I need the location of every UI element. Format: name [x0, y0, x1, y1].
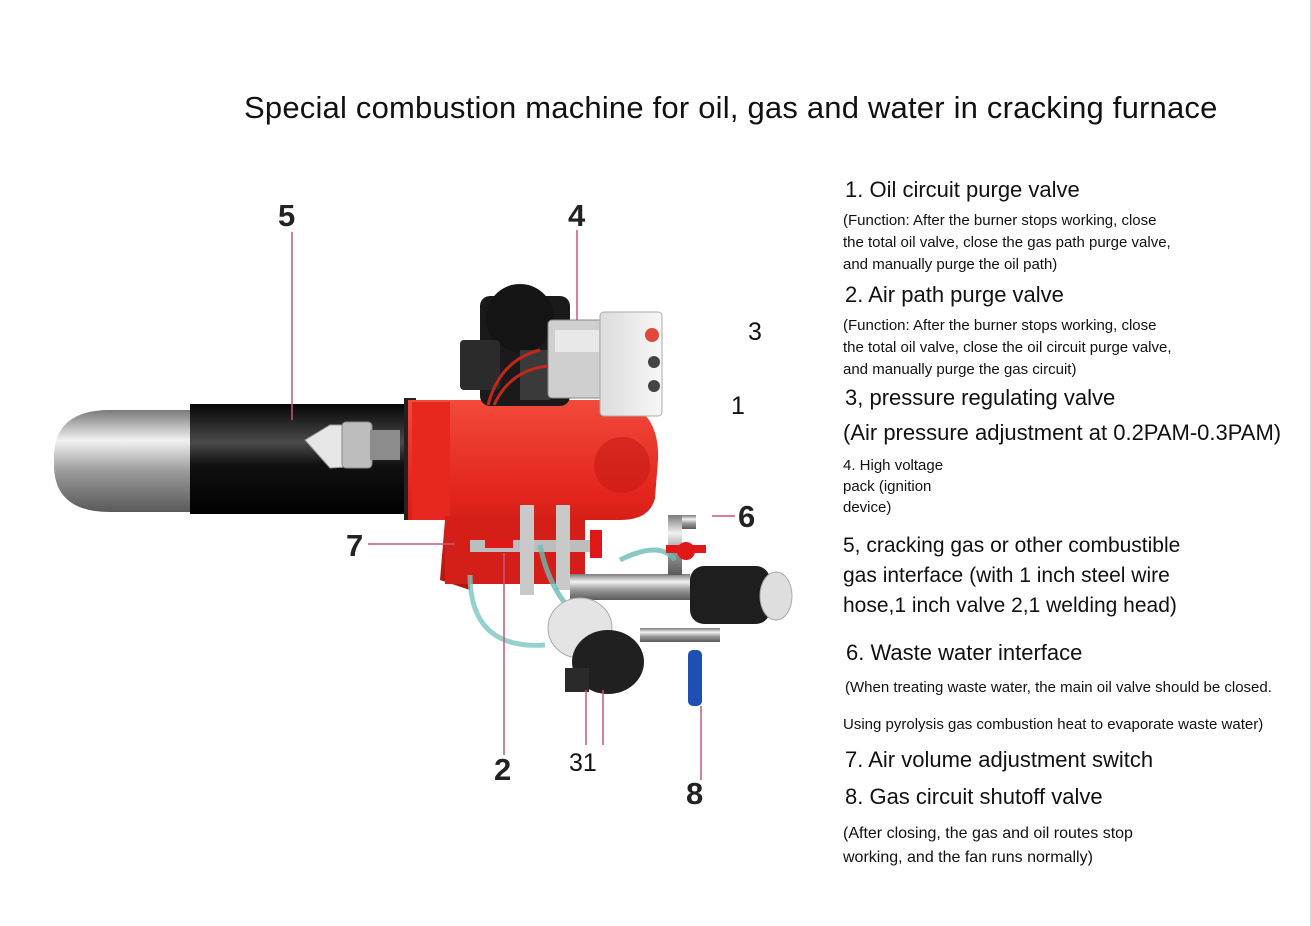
label-3-desc: (Air pressure adjustment at 0.2PAM-0.3PA…: [843, 420, 1282, 445]
burner-illustration: [53, 230, 793, 780]
callout-7: 7: [346, 528, 364, 563]
red-valve-handles: [485, 530, 706, 560]
callout-2: 2: [494, 752, 512, 787]
callout-3: 3: [748, 318, 762, 346]
steel-nozzle: [53, 410, 200, 512]
label-2-heading: 2. Air path purge valve: [845, 282, 1064, 307]
callout-5: 5: [278, 198, 296, 233]
label-7-heading: 7. Air volume adjustment switch: [845, 747, 1154, 772]
page-edge: [1310, 0, 1312, 926]
page-title: Special combustion machine for oil, gas …: [244, 90, 1218, 125]
label-6-desc-line1: (When treating waste water, the main oil…: [845, 679, 1272, 696]
label-8-heading: 8. Gas circuit shutoff valve: [845, 784, 1103, 809]
callout-8: 8: [686, 776, 704, 811]
leader-lines: [291, 230, 735, 780]
callout-6: 6: [738, 499, 756, 534]
label-8-desc: (After closing, the gas and oil routes s…: [843, 825, 1133, 866]
label-5-desc: 5, cracking gas or other combustible gas…: [843, 534, 1181, 617]
label-4-desc: 4. High voltage pack (ignition device): [843, 457, 944, 516]
tube-connector: [304, 421, 400, 469]
control-box: [547, 311, 663, 417]
callout-1: 1: [731, 392, 745, 420]
shutoff-valve: [688, 650, 702, 706]
label-6-heading: 6. Waste water interface: [846, 640, 1083, 665]
label-1-heading: 1. Oil circuit purge valve: [845, 177, 1080, 202]
callout-31: 31: [569, 749, 597, 777]
label-2-desc: (Function: After the burner stops workin…: [843, 317, 1172, 378]
label-1-desc: (Function: After the burner stops workin…: [843, 212, 1171, 273]
callout-4: 4: [568, 198, 586, 233]
label-3-heading: 3, pressure regulating valve: [845, 385, 1116, 410]
label-6-desc-line2: Using pyrolysis gas combustion heat to e…: [843, 716, 1264, 733]
pressure-regulator: [547, 597, 644, 694]
gas-interface-valve: [690, 566, 793, 624]
